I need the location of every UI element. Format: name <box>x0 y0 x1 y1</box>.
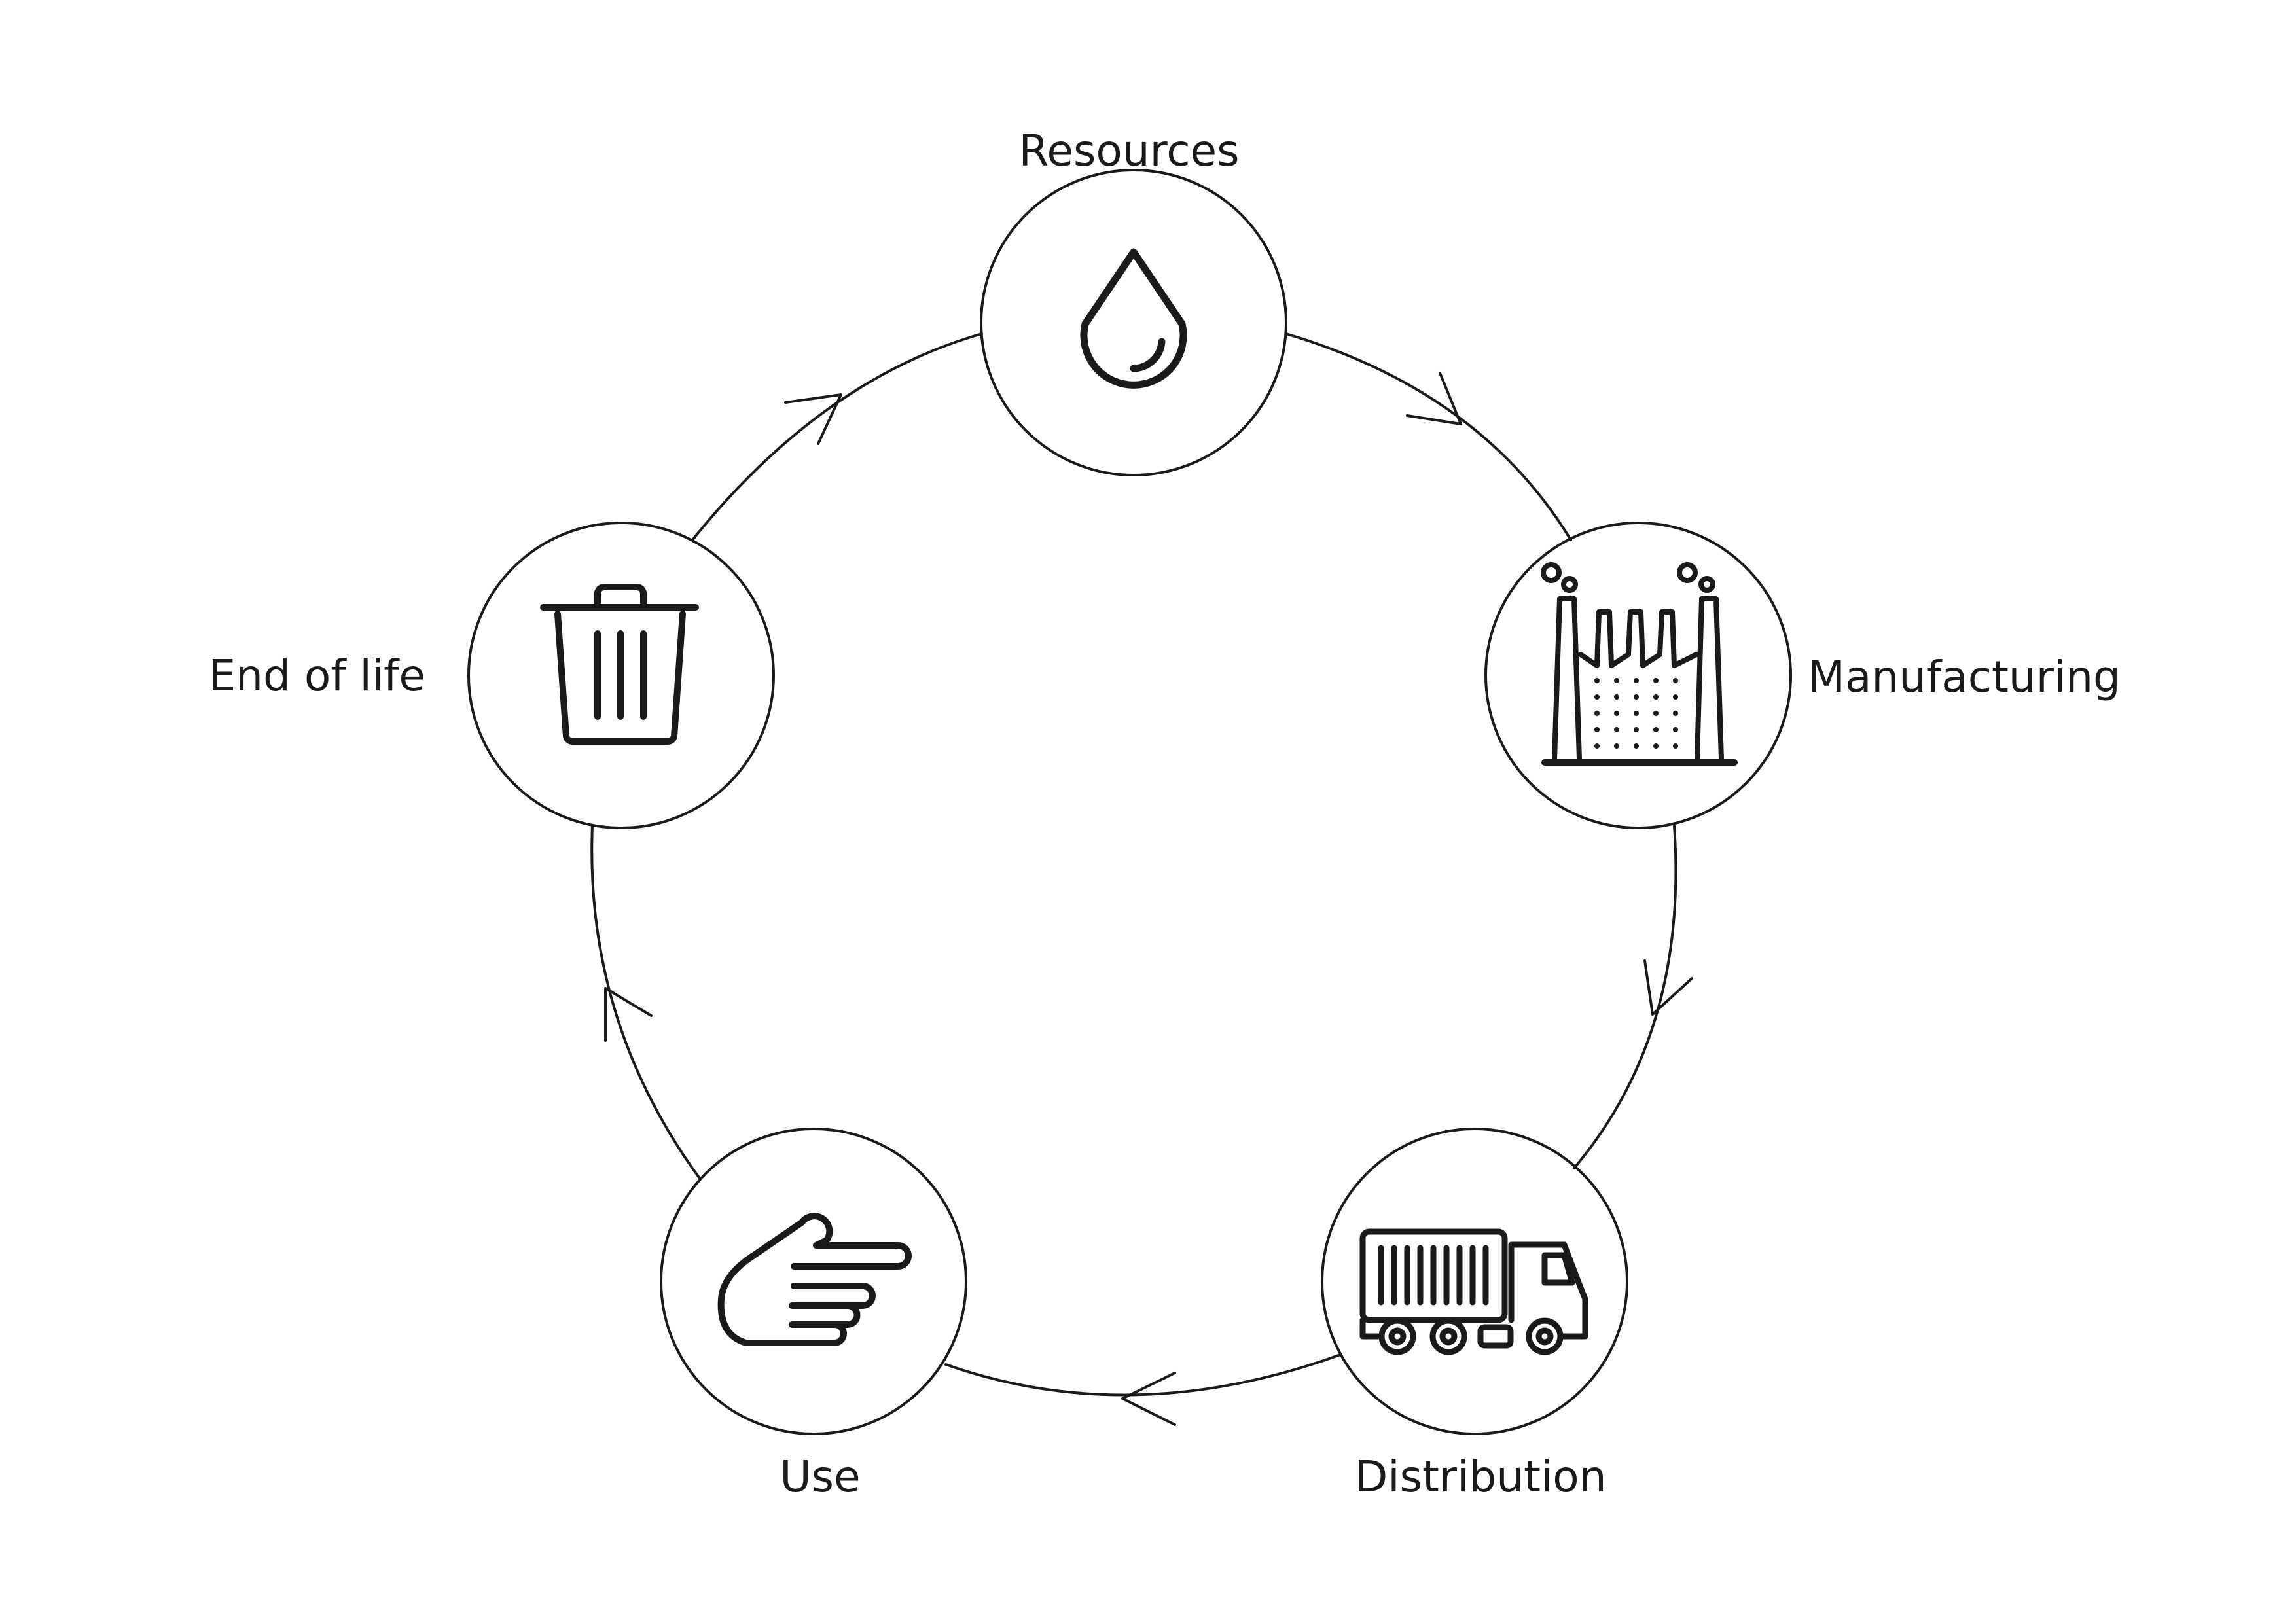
arc-use-to-end-of-life <box>590 825 702 1181</box>
node-use <box>660 1128 967 1435</box>
label-manufacturing: Manufacturing <box>1808 652 2121 702</box>
arrowhead <box>604 987 653 1042</box>
arc-end-of-life-to-resources <box>691 332 983 541</box>
node-distribution <box>1321 1128 1628 1435</box>
arrowhead <box>1406 372 1462 425</box>
node-end-of-life <box>467 522 775 829</box>
arc-manufacturing-to-distribution <box>1573 825 1677 1169</box>
arc-distribution-to-use <box>944 1353 1342 1397</box>
trash-bin-icon <box>540 583 699 745</box>
label-distribution: Distribution <box>1354 1452 1607 1502</box>
node-resources <box>980 169 1287 476</box>
arrowhead <box>1643 959 1693 1016</box>
node-manufacturing <box>1484 522 1792 829</box>
pointing-hand-icon <box>717 1213 912 1346</box>
label-end-of-life: End of life <box>208 651 425 701</box>
label-use: Use <box>780 1452 861 1502</box>
arrowhead <box>1121 1372 1176 1426</box>
truck-icon <box>1359 1228 1588 1355</box>
label-resources: Resources <box>1018 126 1240 176</box>
arc-resources-to-manufacturing <box>1285 332 1572 541</box>
factory-icon <box>1541 562 1738 766</box>
water-drop-icon <box>1080 248 1187 389</box>
factory-windows <box>1594 678 1678 749</box>
arrowhead <box>784 393 842 445</box>
